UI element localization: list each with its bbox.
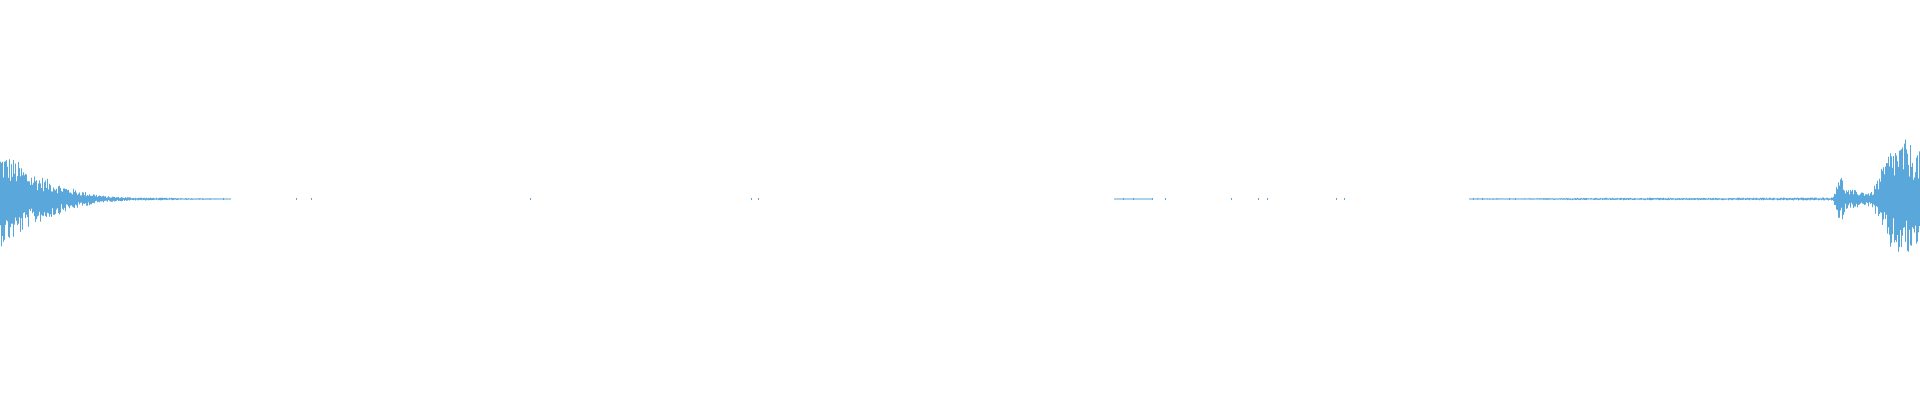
waveform-trace [0,139,1920,252]
